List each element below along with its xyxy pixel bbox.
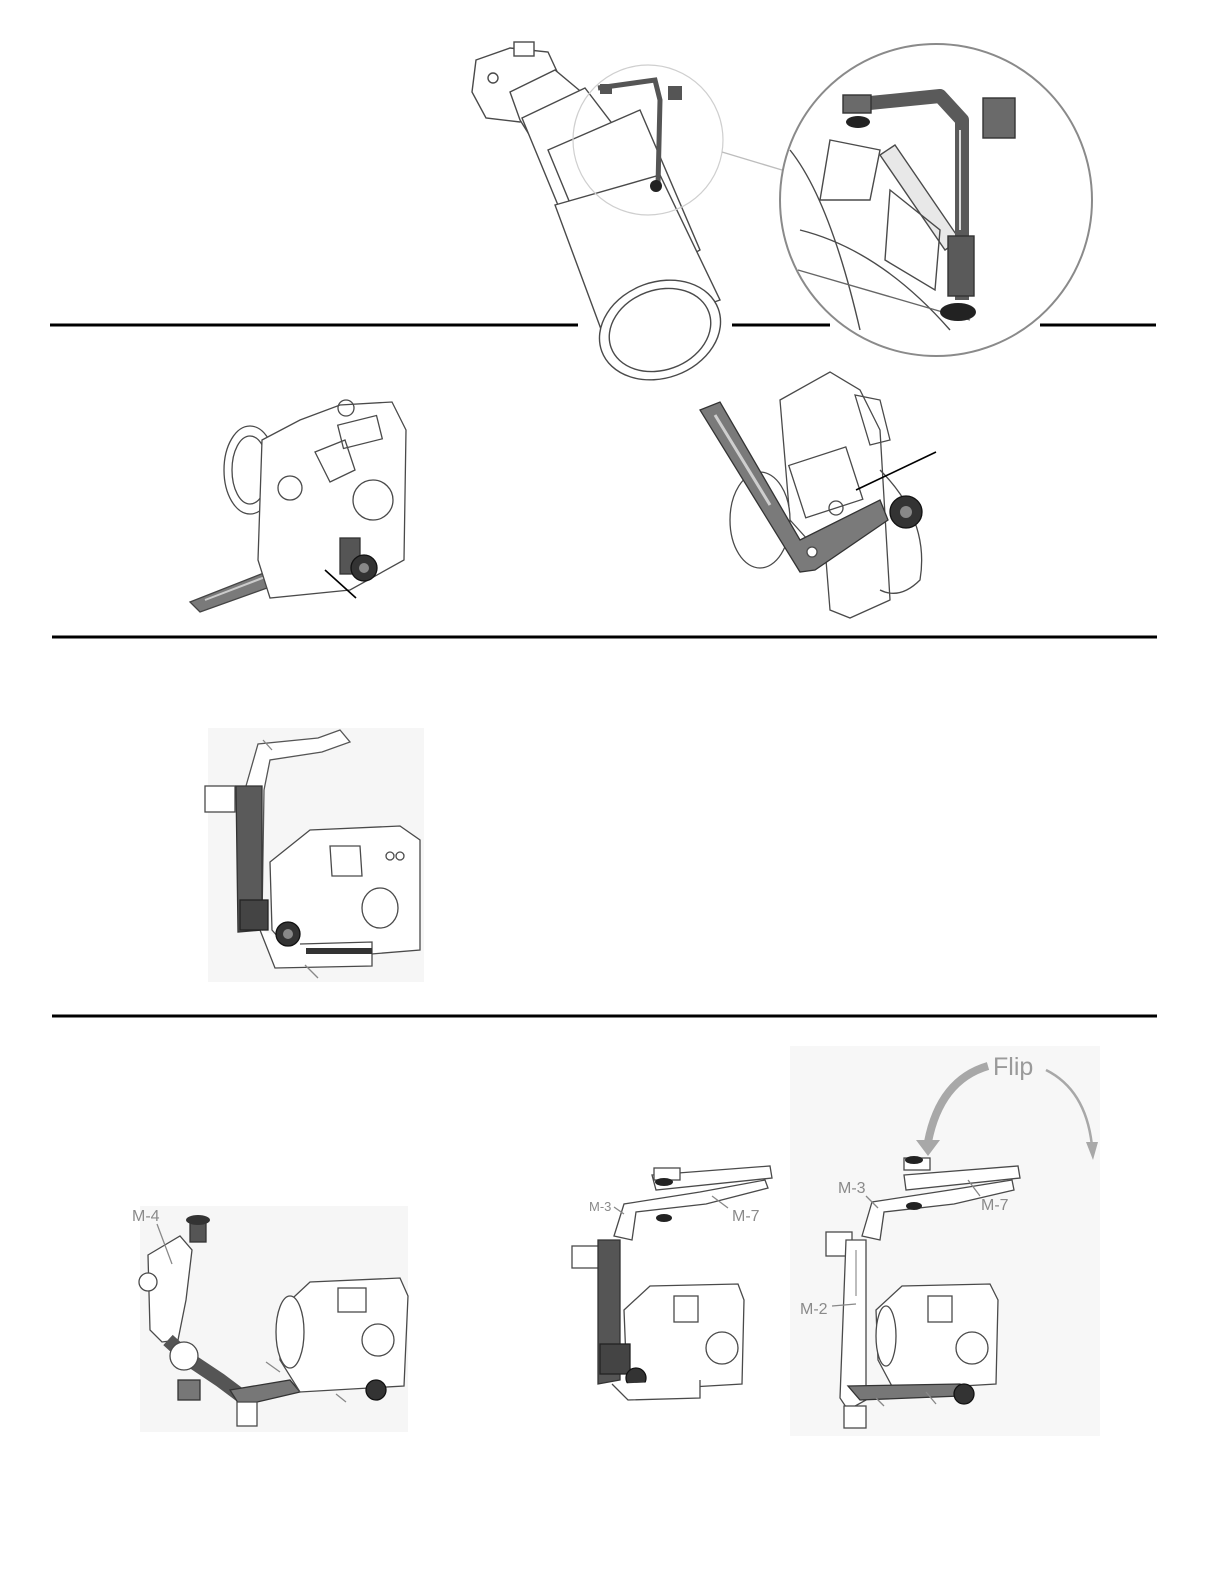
label-m4: M-4 (132, 1208, 160, 1225)
label-m3-middle: M-3 (589, 1199, 611, 1214)
figure-telephoto-lens (472, 42, 782, 396)
figure-camera-tall-bracket (205, 728, 424, 982)
label-m7-middle: M-7 (732, 1208, 760, 1225)
figure-detail-magnifier (780, 44, 1092, 356)
label-m3-right: M-3 (838, 1180, 866, 1197)
label-flip: Flip (993, 1053, 1033, 1081)
label-m2: M-2 (800, 1301, 828, 1318)
label-m7-right: M-7 (981, 1197, 1009, 1214)
figure-camera-vertical-bracket (700, 372, 936, 618)
figure-ball-arm-m4 (139, 1206, 408, 1432)
figure-camera-flat-bracket (190, 400, 406, 612)
